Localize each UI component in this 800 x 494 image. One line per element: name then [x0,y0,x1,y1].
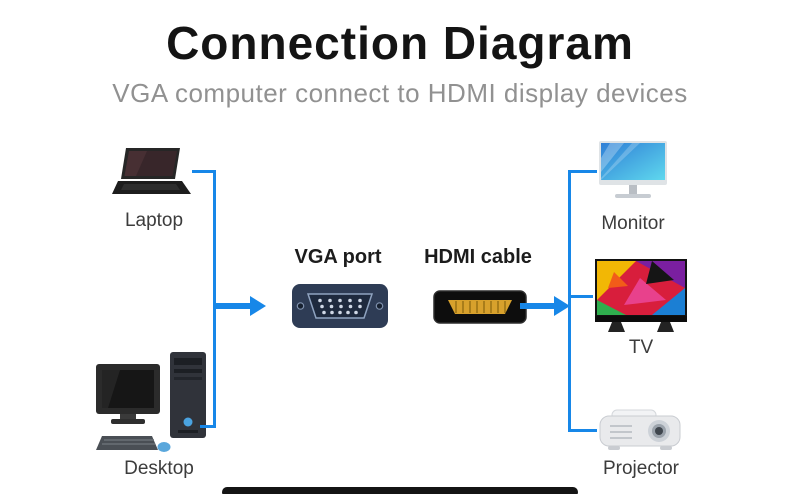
node-laptop [112,146,196,202]
desktop-icon [96,352,206,452]
right-bracket-line [568,170,571,432]
desktop-label: Desktop [124,458,194,479]
tv-icon [595,259,687,332]
projector-icon [599,409,681,450]
monitor-connector-line [571,170,597,173]
laptop-connector-line [192,170,216,173]
node-vga-port [292,284,388,328]
node-monitor [598,140,668,202]
monitor-label: Monitor [601,213,665,234]
node-desktop [94,350,224,454]
hdmi-cable-label: HDMI cable [424,246,532,268]
bottom-watermark-bar [222,487,578,494]
tv-connector-line [571,295,593,298]
projector-connector-line [571,429,597,432]
projector-label: Projector [602,458,680,479]
left-arrow-icon [216,296,266,316]
node-tv [594,258,688,334]
right-arrow-icon [520,296,570,316]
laptop-label: Laptop [124,210,184,231]
vga-port-icon [292,284,388,328]
tv-label: TV [628,337,654,358]
hdmi-cable-icon [433,290,527,324]
left-bracket-line [213,170,216,428]
laptop-icon [112,148,191,194]
node-projector [598,406,682,454]
monitor-icon [599,141,667,198]
page-subtitle: VGA computer connect to HDMI display dev… [112,78,688,108]
page-title: Connection Diagram [166,17,634,69]
node-hdmi-cable [432,289,528,325]
desktop-connector-line [200,425,216,428]
vga-port-label: VGA port [294,246,382,268]
